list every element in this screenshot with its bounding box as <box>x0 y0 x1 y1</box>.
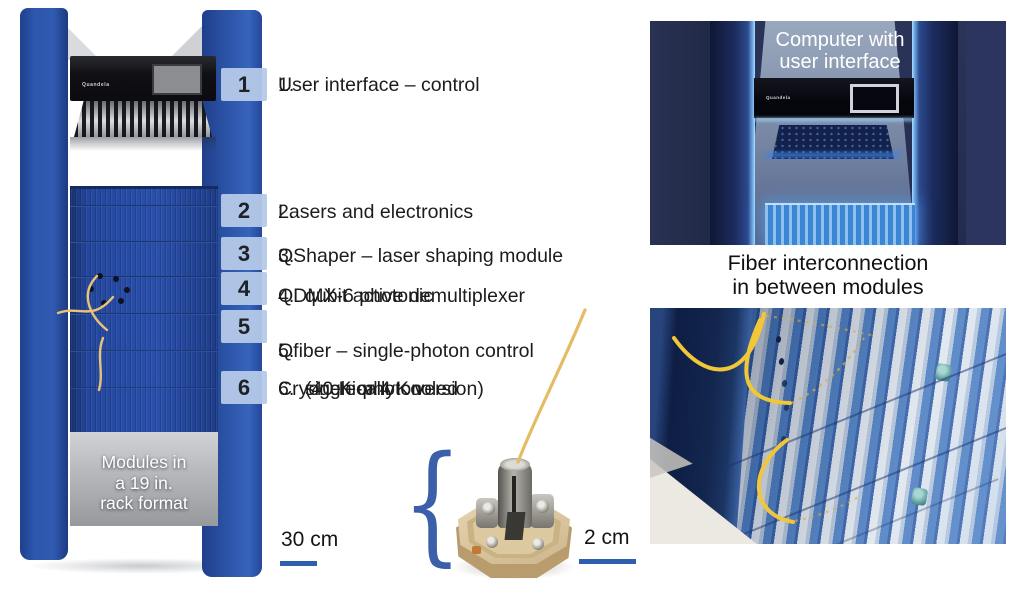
screw <box>532 538 544 550</box>
module-tag-4: 4 <box>221 272 267 305</box>
module-divider <box>70 350 218 352</box>
module-tag-5: 5 <box>221 310 267 343</box>
scale-label-30cm: 30 cm <box>281 528 339 551</box>
control-screen <box>152 64 202 95</box>
rack-vent-shadow <box>70 137 216 151</box>
photo-bg-right <box>966 21 1006 245</box>
fiber-caption: Fiber interconnection in between modules <box>727 251 929 299</box>
scale-bar-30cm <box>280 561 317 566</box>
cryostat-slot <box>512 476 516 522</box>
photo-server-module: Quandela <box>754 78 914 118</box>
module-tag-3: 3 <box>221 237 267 270</box>
rack-ceiling-left <box>66 26 100 60</box>
photo-top-caption: Computer with user interface <box>775 29 905 73</box>
module-tag-2: 2 <box>221 194 267 227</box>
rack-control-module: Quandela <box>70 56 216 101</box>
module-divider <box>70 387 218 389</box>
module-divider <box>70 205 218 207</box>
photo-computer-interface: Quandela Computer with user interface <box>650 21 1006 245</box>
cryostat-photo <box>448 452 580 588</box>
rack-floor-shadow <box>26 558 256 574</box>
photo-fiber-interconnection <box>650 308 1006 544</box>
rack-fibers-and-ports <box>56 273 130 392</box>
yellow-fibers <box>672 312 876 524</box>
cryostat-bracket <box>504 512 526 540</box>
photo-bg-left <box>650 21 712 245</box>
rack-silver-base: Modules in a 19 in. rack format <box>70 432 218 526</box>
curly-brace: { <box>402 428 463 580</box>
cryostat-cap <box>500 458 530 471</box>
photo-keyboard-glow <box>766 153 900 157</box>
screw <box>536 500 549 513</box>
photo-server-screen <box>850 84 899 113</box>
photo-pillar-right <box>912 21 958 245</box>
photo-glow-line <box>754 118 914 121</box>
module-divider <box>70 313 218 315</box>
rack-ceiling-right <box>168 26 202 60</box>
photo-glowing-drawer <box>765 203 915 245</box>
rack-vent-shading <box>74 101 212 137</box>
scale-label-2cm: 2 cm <box>584 526 630 549</box>
copper-fitting <box>472 546 481 554</box>
rack-pillar-left <box>20 8 68 560</box>
module-divider <box>70 241 218 243</box>
screw <box>486 536 498 548</box>
scale-bar-2cm <box>579 559 636 564</box>
photo-pillar-left <box>710 21 755 245</box>
screw <box>482 502 495 515</box>
rack-caption: Modules in a 19 in. rack format <box>100 452 188 513</box>
module-tag-1: 1 <box>221 68 267 101</box>
quandela-logo: Quandela <box>766 95 791 100</box>
module-divider <box>70 276 218 278</box>
module-tag-6: 6 <box>221 371 267 404</box>
quandela-logo: Quandela <box>82 82 110 88</box>
